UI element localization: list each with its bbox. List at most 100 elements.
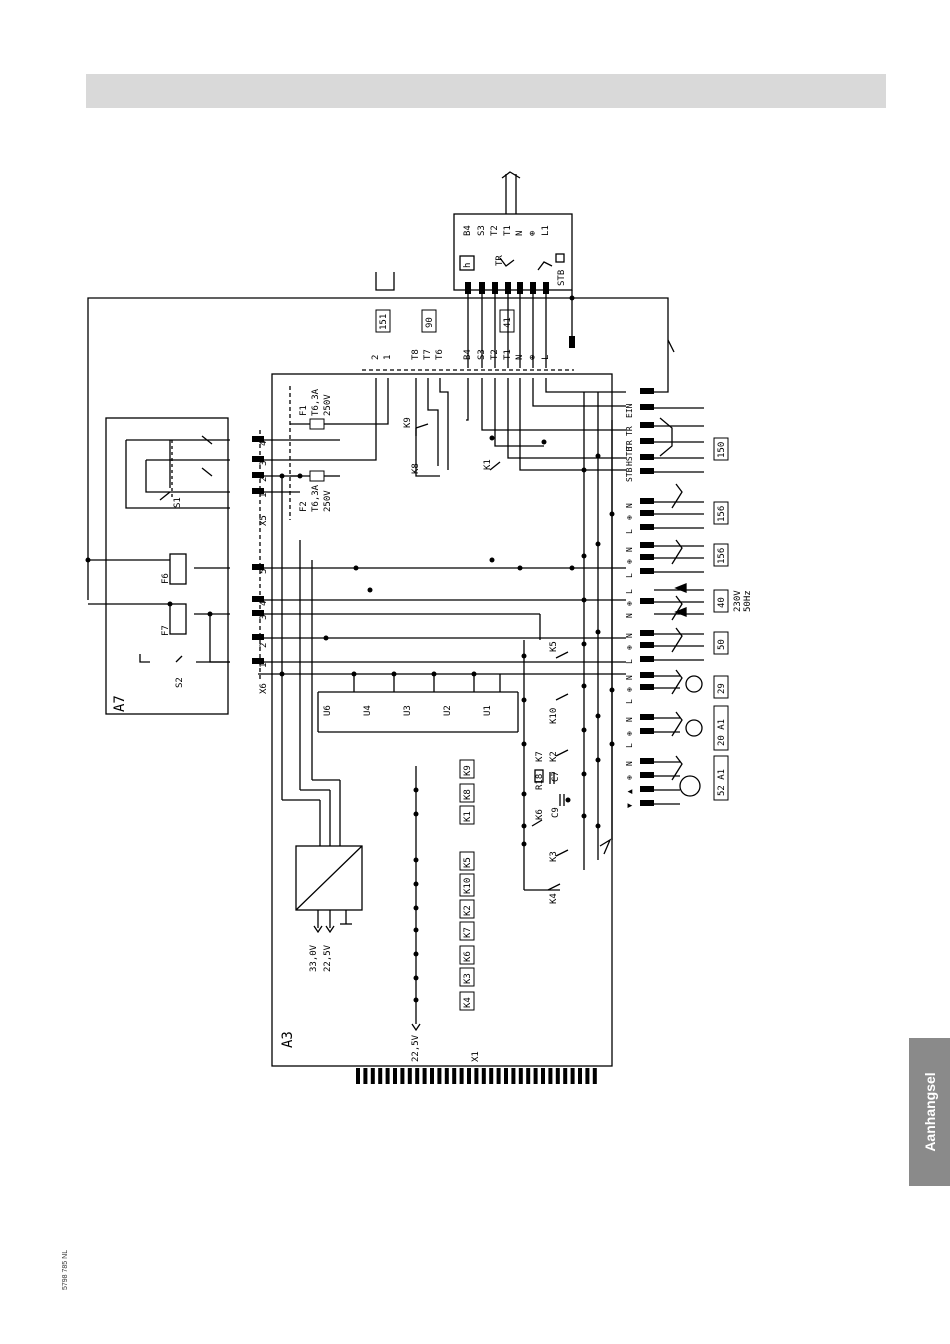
coil-k8: K8 (463, 789, 473, 800)
edge-connector-pin (415, 1068, 420, 1084)
labels: A3 A7 X1 X5 X6 B4 S3 T2 T1 N ⊕ L1 h TR S… (112, 225, 753, 1062)
edge-connector-pin (370, 1068, 375, 1084)
opto-u1: U1 (483, 705, 493, 716)
plug-20-a1: 20 A1 (717, 719, 727, 746)
supply-230v: 230V (733, 590, 743, 612)
edge-connector-pin (578, 1068, 582, 1084)
g1-n: N (625, 503, 634, 508)
terminal-1: 1 (383, 355, 393, 360)
edge-connector-pin (489, 1068, 494, 1084)
edge-connector-pin (437, 1068, 442, 1084)
edge-connector-pin (504, 1068, 508, 1084)
switch-s2-label: S2 (175, 677, 185, 688)
g7-up: ▲ (625, 789, 634, 794)
edge-connector-pin (511, 1068, 516, 1084)
relay-k9: K9 (403, 417, 413, 428)
edge-connector-pin (585, 1068, 590, 1084)
section-tab[interactable]: Aanhangsel (909, 1038, 950, 1186)
edge-connector-pin (422, 1068, 427, 1084)
top-terminal-earth: ⊕ (528, 231, 538, 236)
top-terminal-l1: L1 (541, 225, 551, 236)
x6-pin-1: 1 (259, 663, 269, 668)
terminal-t1: T1 (503, 349, 513, 360)
g2-l: L (625, 573, 634, 578)
supply-voltage-1: 33,0V (309, 944, 319, 972)
g7-earth: ⊕ (625, 775, 634, 780)
g7-n: N (625, 761, 634, 766)
fuse-f6-label: F6 (161, 573, 171, 584)
fuse-f2-voltage: 250V (323, 490, 333, 512)
terminal-t8: T8 (411, 349, 421, 360)
g2-earth: ⊕ (625, 559, 634, 564)
coil-k9: K9 (463, 765, 473, 776)
fuse-f2-rating: T6,3A (311, 484, 321, 512)
top-terminal-s3: S3 (477, 225, 487, 236)
relay-k10: K10 (549, 708, 559, 724)
g2-n: N (625, 547, 634, 552)
header-bar (86, 74, 886, 108)
relay-k2: K2 (549, 751, 559, 762)
switch-s1-label: S1 (173, 497, 183, 508)
relay-k4: K4 (549, 893, 559, 904)
x5-pin-2: 2 (259, 477, 269, 482)
edge-connector-pin (385, 1068, 390, 1084)
coil-k10: K10 (463, 878, 473, 894)
relay-k6: K6 (535, 809, 545, 820)
fuse-f1-name: F1 (299, 405, 309, 416)
g5-l: L (625, 699, 634, 704)
supply-voltage-3: 22,5V (411, 1034, 421, 1062)
terminal-2: 2 (371, 355, 381, 360)
opto-u4: U4 (363, 705, 373, 716)
relay-coil-column: K9 K8 K1 K5 K10 K2 K7 K6 K3 K4 (459, 759, 475, 1011)
board-a7-label: A7 (112, 695, 128, 712)
wires (87, 171, 704, 1067)
relay-k3: K3 (549, 851, 559, 862)
x6-pin-3: 3 (259, 615, 269, 620)
top-terminal-stb: STB (557, 270, 567, 286)
plug-156-b: 156 (717, 548, 727, 564)
g1-earth: ⊕ (625, 515, 634, 520)
top-terminal-b4: B4 (463, 225, 473, 236)
right-pin-stb: STB (625, 467, 634, 482)
x6-pin-4: 4 (259, 601, 269, 606)
terminal-t6: T6 (435, 349, 445, 360)
edge-connector-pin (518, 1068, 523, 1084)
plug-29: 29 (717, 683, 727, 694)
fuse-f1-rating: T6,3A (311, 388, 321, 416)
plug-50: 50 (717, 639, 727, 650)
board-a3-label: A3 (280, 1031, 296, 1048)
fuse-f2-name: F2 (299, 501, 309, 512)
g4-n: N (625, 633, 634, 638)
capacitor-c9: C9 (551, 807, 561, 818)
right-pin-ein: EIN (625, 403, 634, 418)
opto-u6: U6 (323, 705, 333, 716)
edge-connector-pin (378, 1068, 383, 1084)
edge-connector-pin (563, 1068, 568, 1084)
x1-label: X1 (471, 1051, 481, 1062)
plug-151: 151 (379, 314, 389, 330)
g3-n: N (625, 613, 634, 618)
connector-blocks (252, 282, 654, 806)
edge-connector-pin (474, 1068, 479, 1084)
edge-connector-pin (481, 1068, 486, 1084)
fuse-f7-label: F7 (161, 625, 171, 636)
x5-pin-4: 4 (259, 441, 269, 446)
coil-k5: K5 (463, 857, 473, 868)
edge-connector-pin (444, 1068, 449, 1084)
edge-connector-pin (467, 1068, 471, 1084)
edge-connector-pin (430, 1068, 434, 1084)
g6-l: L (625, 743, 634, 748)
plug-41: 41 (503, 317, 513, 328)
plug-90: 90 (425, 317, 435, 328)
right-pin-tr-2: TR (625, 440, 634, 450)
top-terminal-h: h (463, 263, 473, 268)
right-pin-tr-1: TR (625, 426, 634, 436)
x6-pin-5: 5 (259, 569, 269, 574)
edge-connector-pin (393, 1068, 397, 1084)
edge-connector-pin (541, 1068, 545, 1084)
terminal-t2: T2 (490, 349, 500, 360)
edge-connector-pin (496, 1068, 501, 1084)
terminal-n: N (515, 355, 525, 360)
edge-connector-pin (555, 1068, 560, 1084)
power-supply-box (295, 845, 363, 911)
